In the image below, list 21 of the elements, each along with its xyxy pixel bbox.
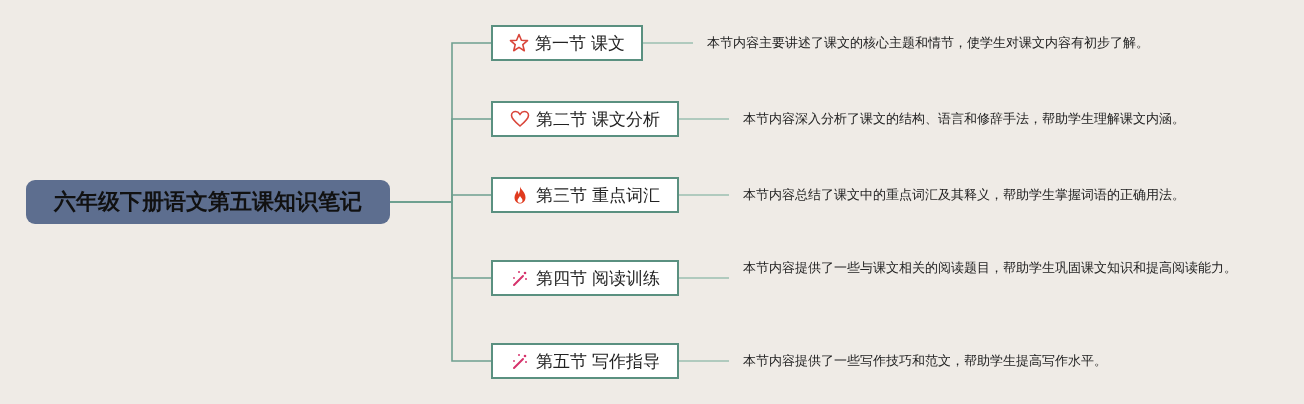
section-title: 第二节 课文分析 bbox=[535, 107, 661, 131]
description-text: 本节内容总结了课文中的重点词汇及其释义，帮助学生掌握词语的正确用法。 bbox=[729, 185, 1249, 205]
description-text: 本节内容主要讲述了课文的核心主题和情节，使学生对课文内容有初步了解。 bbox=[693, 33, 1193, 53]
description-text: 本节内容提供了一些与课文相关的阅读题目，帮助学生巩固课文知识和提高阅读能力。 bbox=[729, 258, 1254, 298]
description-text: 本节内容提供了一些写作技巧和范文，帮助学生提高写作水平。 bbox=[729, 351, 1249, 371]
connector-line bbox=[678, 277, 730, 279]
connector-line bbox=[642, 42, 694, 44]
section-box bbox=[491, 101, 679, 137]
section-box bbox=[491, 260, 679, 296]
connector-line bbox=[678, 360, 730, 362]
connector-line bbox=[678, 118, 730, 120]
title-box: 六年级下册语文第五课知识笔记 bbox=[26, 180, 390, 224]
section-title: 第四节 阅读训练 bbox=[535, 266, 661, 290]
section-box bbox=[491, 343, 679, 379]
description-text: 本节内容深入分析了课文的结构、语言和修辞手法，帮助学生理解课文内涵。 bbox=[729, 109, 1249, 129]
section-box bbox=[491, 25, 643, 61]
connector-line bbox=[678, 194, 730, 196]
section-title: 第三节 重点词汇 bbox=[535, 183, 661, 207]
section-title: 第五节 写作指导 bbox=[535, 349, 661, 373]
section-box bbox=[491, 177, 679, 213]
section-title: 第一节 课文 bbox=[534, 31, 626, 55]
